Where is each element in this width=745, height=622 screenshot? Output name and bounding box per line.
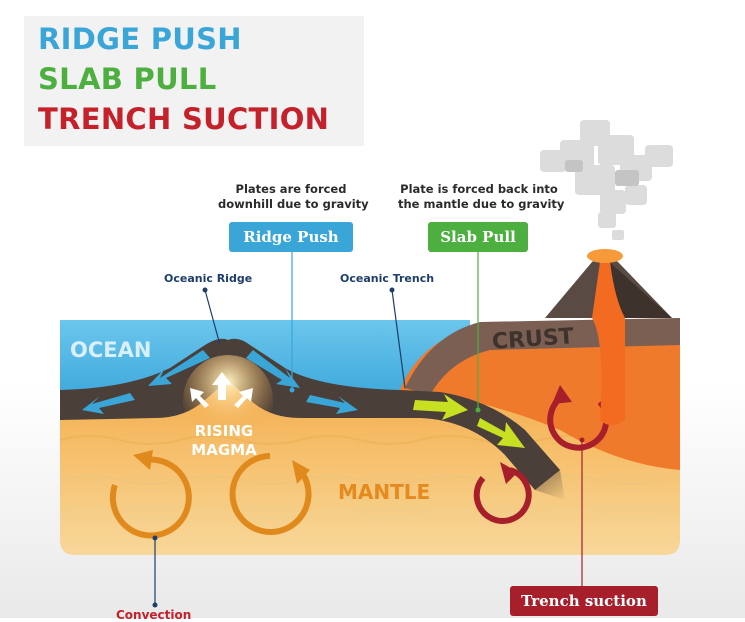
title-slab-pull: SLAB PULL xyxy=(38,62,217,96)
suction-arrowhead xyxy=(500,462,518,484)
trench-suction-cell-1 xyxy=(473,467,532,524)
lava-flow xyxy=(592,262,625,425)
mantle-label: MANTLE xyxy=(338,480,431,504)
convection-cell-2 xyxy=(229,453,312,535)
slab-pull-description: Plate is forced back into the mantle due… xyxy=(398,182,565,212)
oceanic-trench-label: Oceanic Trench xyxy=(340,272,435,285)
title-trench-suction: TRENCH SUCTION xyxy=(38,102,330,136)
subducting-slab-fade xyxy=(505,455,565,500)
convection-cell-1 xyxy=(109,456,192,539)
title-ridge-push: RIDGE PUSH xyxy=(38,22,242,56)
ridge-push-arrows xyxy=(82,350,358,414)
ridge-push-tag: Ridge Push xyxy=(229,222,353,252)
smoke-cloud xyxy=(540,120,673,240)
ridge-push-desc-line-2: downhill due to gravity xyxy=(218,197,369,211)
trench-suction-tag: Trench suction xyxy=(510,586,658,616)
slab-pull-desc-line-1: Plate is forced back into xyxy=(400,182,558,196)
ocean-label: OCEAN xyxy=(70,338,152,362)
slab-pull-arrows xyxy=(413,394,525,448)
rising-magma-line-2: MAGMA xyxy=(191,441,257,459)
convection-arrowhead xyxy=(292,460,310,484)
oceanic-ridge-label: Oceanic Ridge xyxy=(164,272,253,285)
smoke-cloud-shade xyxy=(565,160,639,186)
convection-arrowhead xyxy=(133,450,153,470)
ridge-push-description: Plates are forced downhill due to gravit… xyxy=(218,182,369,212)
title-panel xyxy=(24,16,364,146)
leader-dots xyxy=(152,287,585,608)
suction-arrowhead xyxy=(552,385,572,404)
leader-lines xyxy=(154,250,583,605)
convection-label: Convection xyxy=(116,608,192,622)
oceanic-plate xyxy=(60,338,560,490)
rising-magma-arrows xyxy=(190,372,253,408)
volcano-crater xyxy=(587,249,623,263)
slab-pull-desc-line-2: the mantle due to gravity xyxy=(398,197,565,211)
mantle-wave xyxy=(59,510,661,520)
rising-magma-line-1: RISING xyxy=(194,422,254,440)
volcano-shadow xyxy=(605,258,672,318)
slab-pull-tag: Slab Pull xyxy=(428,222,528,252)
magma-glow xyxy=(183,355,273,445)
ridge-push-desc-line-1: Plates are forced xyxy=(235,182,347,196)
rising-magma-label: RISING MAGMA xyxy=(180,422,268,460)
